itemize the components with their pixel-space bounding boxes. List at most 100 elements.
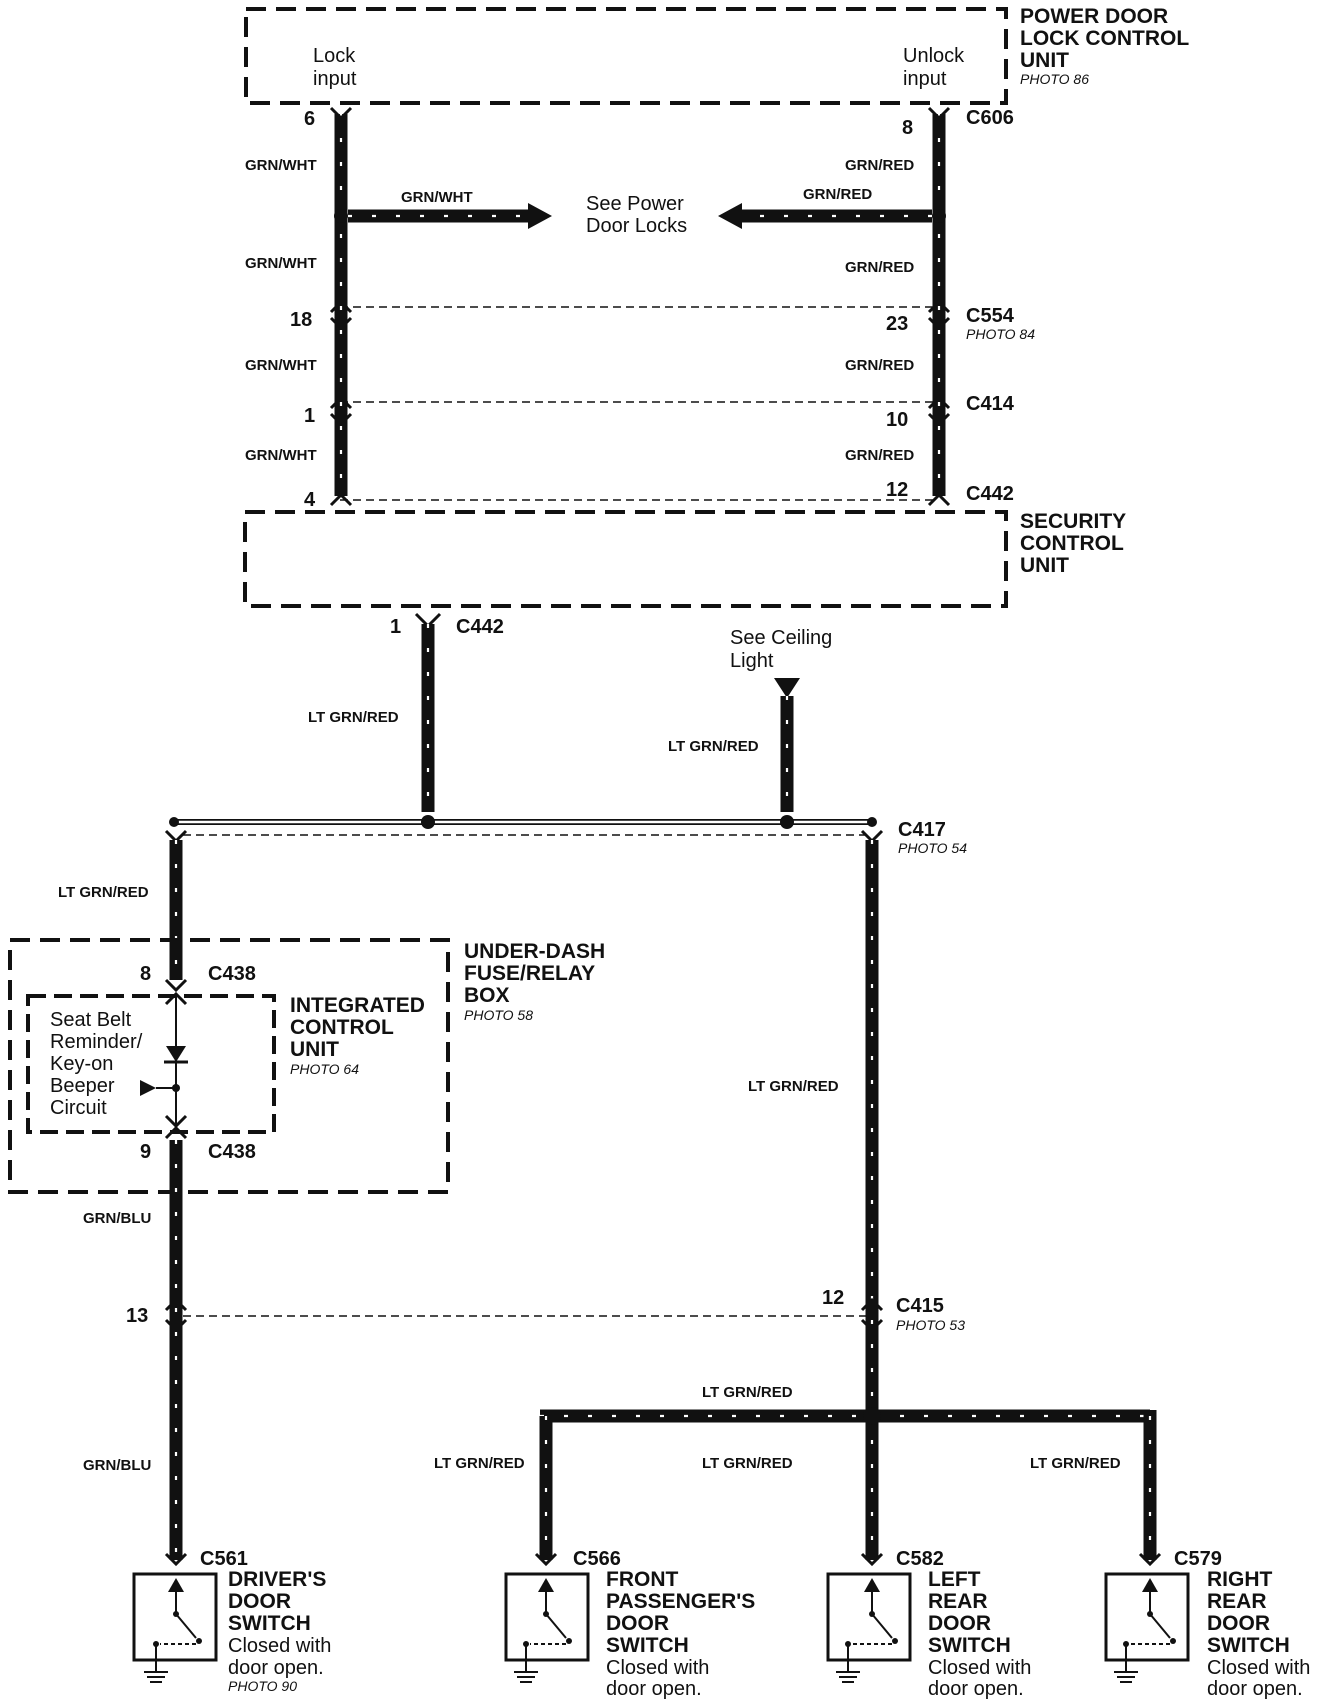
c438-connector-symbol bbox=[164, 1125, 188, 1140]
wire-label: GRN/RED bbox=[845, 447, 914, 464]
c417-connector-symbol bbox=[164, 829, 188, 844]
c415-connector-symbol bbox=[164, 1318, 188, 1333]
connector-c415-photo: PHOTO 53 bbox=[896, 1317, 965, 1333]
wire-label: LT GRN/RED bbox=[702, 1455, 793, 1472]
drivers-door-switch bbox=[132, 1552, 218, 1683]
connector-c414: C414 bbox=[966, 393, 1015, 415]
grn-red-arrow-wire bbox=[718, 203, 932, 229]
wire-label: GRN/BLU bbox=[83, 1457, 151, 1474]
wire-label: GRN/WHT bbox=[245, 447, 317, 464]
wire-label: LT GRN/RED bbox=[1030, 1455, 1121, 1472]
wire-label: GRN/RED bbox=[803, 186, 872, 203]
under-dash-box bbox=[8, 938, 450, 1194]
power-door-lock-unit-photo: PHOTO 86 bbox=[1020, 71, 1089, 87]
ceiling-light-arrow bbox=[774, 678, 800, 698]
splice bbox=[421, 815, 435, 829]
connector-c582: C582 bbox=[896, 1548, 944, 1570]
diode-icon bbox=[166, 1046, 186, 1062]
grn-wht-splice bbox=[334, 209, 348, 223]
connector-c606: C606 bbox=[966, 107, 1014, 129]
connector-c554-photo: PHOTO 84 bbox=[966, 326, 1035, 342]
wire-label: GRN/WHT bbox=[245, 157, 317, 174]
connector-c415: C415 bbox=[896, 1295, 944, 1317]
wire-label: LT GRN/RED bbox=[58, 884, 149, 901]
splice bbox=[867, 817, 877, 827]
pin-number: 1 bbox=[304, 405, 315, 427]
pin-number: 13 bbox=[126, 1305, 148, 1327]
splice bbox=[780, 815, 794, 829]
connector-c579: C579 bbox=[1174, 1548, 1222, 1570]
power-door-lock-unit-box bbox=[244, 7, 1008, 105]
wire-label: LT GRN/RED bbox=[308, 709, 399, 726]
connector-c417-photo: PHOTO 54 bbox=[898, 840, 967, 856]
wire-label: GRN/RED bbox=[845, 259, 914, 276]
pin-number: 23 bbox=[886, 313, 908, 335]
connector-c561: C561 bbox=[200, 1548, 248, 1570]
right-rear-door-switch bbox=[1104, 1552, 1190, 1683]
under-dash-box-photo: PHOTO 58 bbox=[464, 1007, 533, 1023]
pin-number: 8 bbox=[140, 963, 151, 985]
c415-connector-symbol bbox=[164, 1297, 188, 1312]
wire-label: LT GRN/RED bbox=[702, 1384, 793, 1401]
drivers-door-switch-photo: PHOTO 90 bbox=[228, 1678, 297, 1694]
connector-c554: C554 bbox=[966, 305, 1015, 327]
wire-label: GRN/RED bbox=[845, 357, 914, 374]
splice bbox=[169, 817, 179, 827]
wire-label: LT GRN/RED bbox=[748, 1078, 839, 1095]
wire-label: GRN/BLU bbox=[83, 1210, 151, 1227]
connector-c438: C438 bbox=[208, 1141, 256, 1163]
wire-label: GRN/RED bbox=[845, 157, 914, 174]
lt-grn-red-branch bbox=[539, 1409, 1157, 1560]
integrated-unit-box bbox=[26, 994, 276, 1134]
pin-number: 9 bbox=[140, 1141, 151, 1163]
pin-number: 18 bbox=[290, 309, 312, 331]
splice bbox=[863, 1407, 881, 1425]
pin-number: 12 bbox=[822, 1287, 844, 1309]
pin-number: 6 bbox=[304, 108, 315, 130]
connector-c566: C566 bbox=[573, 1548, 621, 1570]
c415-connector-symbol bbox=[860, 1318, 884, 1333]
beeper-arrow-icon bbox=[140, 1080, 156, 1096]
wire-label: GRN/WHT bbox=[401, 189, 473, 206]
pin-number: 10 bbox=[886, 409, 908, 431]
integrated-unit-photo: PHOTO 64 bbox=[290, 1061, 359, 1077]
wire-label: GRN/WHT bbox=[245, 255, 317, 272]
connector-c438: C438 bbox=[208, 963, 256, 985]
c417-connector-symbol bbox=[860, 829, 884, 844]
left-rear-door-switch bbox=[826, 1552, 912, 1683]
connector-c442: C442 bbox=[966, 483, 1014, 505]
pin-number: 4 bbox=[304, 489, 316, 511]
grn-red-splice bbox=[932, 209, 946, 223]
connector-c442: C442 bbox=[456, 616, 504, 638]
wire-label: GRN/WHT bbox=[245, 357, 317, 374]
pin-number: 1 bbox=[390, 616, 401, 638]
security-unit-box bbox=[243, 510, 1008, 608]
wire-label: LT GRN/RED bbox=[668, 738, 759, 755]
front-passenger-door-switch bbox=[504, 1552, 590, 1683]
c438-connector-symbol bbox=[164, 978, 188, 993]
wire-label: LT GRN/RED bbox=[434, 1455, 525, 1472]
pin-number: 8 bbox=[902, 117, 913, 139]
grn-wht-arrow-wire bbox=[348, 203, 552, 229]
connector-symbols bbox=[329, 106, 951, 507]
c415-connector-symbol bbox=[860, 1297, 884, 1312]
connector-c417: C417 bbox=[898, 819, 946, 841]
